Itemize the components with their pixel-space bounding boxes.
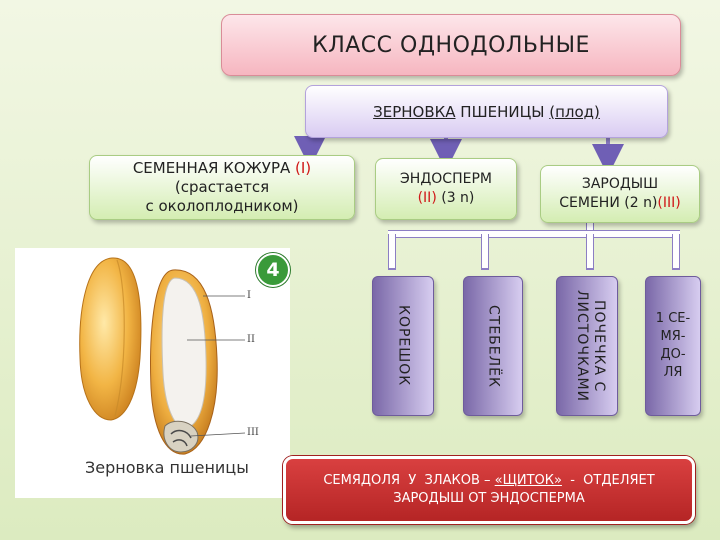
figure-label-III: III <box>247 427 259 438</box>
cotyledon-line2: МЯ- <box>660 329 686 344</box>
endosperm-box: ЭНДОСПЕРМ (II) (3 n) <box>375 158 517 220</box>
seed-coat-line2: (срастается <box>174 178 270 196</box>
cotyledon-line4: ЛЯ <box>663 365 683 380</box>
wheat-grain-figure: I II III <box>15 248 290 498</box>
embryo-num: (III) <box>657 195 681 211</box>
figure-label-I: I <box>247 290 251 301</box>
figure-label-II: II <box>247 334 255 345</box>
embryo-region <box>163 420 199 453</box>
fruit-box: ЗЕРНОВКА ПШЕНИЦЫ (плод) <box>305 85 668 138</box>
note-box: СЕМЯДОЛЯ У ЗЛАКОВ – «ЩИТОК» - ОТДЕЛЯЕТ З… <box>283 456 695 524</box>
fruit-word: ЗЕРНОВКА <box>373 102 456 121</box>
seed-coat-line1: СЕМЕННАЯ КОЖУРА (I) <box>133 159 311 178</box>
seed-coat-line3: с околоплодником) <box>145 197 299 215</box>
part-stem-label: СТЕБЕЛЁК <box>485 304 502 388</box>
embryo-line1: ЗАРОДЫШ <box>581 176 659 192</box>
wheat-grain-drawing <box>79 257 246 455</box>
page-title: КЛАСС ОДНОДОЛЬНЫЕ <box>221 14 681 76</box>
embryo-box: ЗАРОДЫШ СЕМЕНИ (2 n)(III) <box>540 165 700 223</box>
figure-caption: Зерновка пшеницы <box>85 458 249 477</box>
note-line1-a: СЕМЯДОЛЯ У ЗЛАКОВ – <box>323 473 495 488</box>
note-line2: ЗАРОДЫШ ОТ ЭНДОСПЕРМА <box>393 491 585 506</box>
part-stem-box: СТЕБЕЛЁК <box>463 276 523 416</box>
part-bud-label: ПОЧЕЧКА С ЛИСТОЧКАМИ <box>574 289 607 402</box>
seed-coat-box: СЕМЕННАЯ КОЖУРА (I) (срастается с околоп… <box>89 155 355 220</box>
leader-III <box>190 432 246 437</box>
part-root-box: КОРЕШОК <box>372 276 434 416</box>
note-line1-b: «ЩИТОК» <box>494 473 562 488</box>
endosperm-name: ЭНДОСПЕРМ <box>400 171 492 187</box>
cotyledon-line1: 1 СЕ- <box>655 311 691 326</box>
embryo-line2-text: СЕМЕНИ (2 n) <box>559 195 658 211</box>
embryo-to-parts-connector <box>388 223 680 270</box>
cotyledon-line3: ДО- <box>660 347 686 362</box>
figure-number-badge: 4 <box>256 253 290 287</box>
endosperm-num: (II) <box>417 190 437 206</box>
note-line1: СЕМЯДОЛЯ У ЗЛАКОВ – «ЩИТОК» - ОТДЕЛЯЕТ <box>323 472 654 490</box>
whole-grain <box>79 257 142 421</box>
part-cotyledon-box: 1 СЕ- МЯ- ДО- ЛЯ <box>645 276 701 416</box>
endosperm-ploidy: (3 n) <box>436 190 475 206</box>
endosperm-line2: (II) (3 n) <box>418 189 475 208</box>
part-root-label: КОРЕШОК <box>395 305 412 387</box>
fruit-note: (плод) <box>549 102 600 121</box>
fruit-middle: ПШЕНИЦЫ <box>455 102 550 121</box>
part-bud-box: ПОЧЕЧКА С ЛИСТОЧКАМИ <box>556 276 618 416</box>
fruit-to-children-arrows <box>294 136 624 176</box>
seed-coat-name: СЕМЕННАЯ КОЖУРА <box>132 159 296 177</box>
seed-coat-num: (I) <box>295 159 312 177</box>
note-line1-c: - ОТДЕЛЯЕТ <box>561 473 655 488</box>
embryo-line2: СЕМЕНИ (2 n)(III) <box>559 194 680 213</box>
